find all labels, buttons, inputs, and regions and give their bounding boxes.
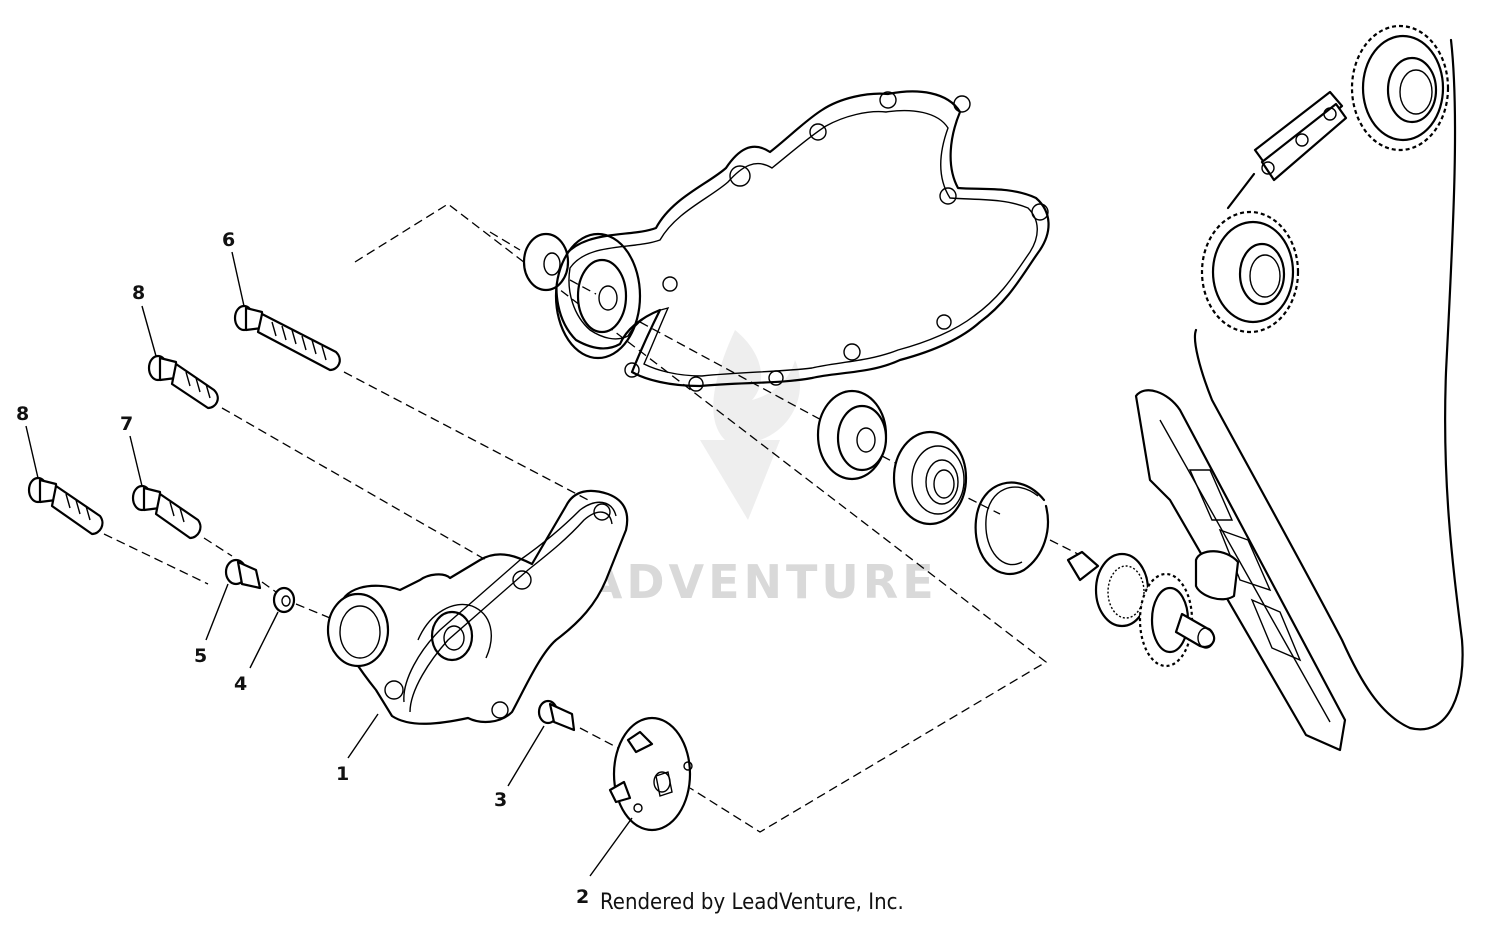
timing-chain — [1193, 38, 1464, 731]
callout-3: 3 — [494, 789, 507, 811]
callout-8-lower: 8 — [16, 403, 29, 425]
bolt-8-upper-axis — [221, 407, 487, 561]
bolt-7 — [131, 484, 202, 540]
assembly-outline — [354, 203, 1048, 833]
pump-cover-gasket-ring — [554, 232, 642, 360]
impeller — [608, 716, 693, 832]
bolt-8-lower-axis — [103, 533, 209, 585]
callout-2: 2 — [576, 886, 589, 908]
pump-shaft — [1066, 550, 1216, 668]
watermark-logo — [700, 330, 801, 520]
water-pump-cover — [326, 489, 629, 725]
mechanical-seal — [816, 389, 888, 481]
leader-lines — [25, 251, 633, 877]
crank-sprocket — [1200, 210, 1300, 334]
shaft-axis — [489, 231, 1083, 557]
callout-5: 5 — [194, 645, 207, 667]
bearing — [892, 430, 968, 526]
callout-1: 1 — [336, 763, 349, 785]
camshaft-sprocket — [1350, 24, 1450, 152]
callout-7: 7 — [120, 413, 133, 435]
bolt-3-axis — [579, 727, 619, 749]
callout-4: 4 — [234, 673, 247, 695]
bolt-8-lower — [27, 476, 104, 536]
callout-6: 6 — [222, 229, 235, 251]
bolt-6-axis — [343, 371, 593, 503]
oil-seal-small — [522, 232, 570, 292]
bolt-7-axis — [203, 537, 331, 619]
washer-4 — [272, 586, 296, 614]
bolt-8-upper — [147, 354, 219, 410]
chain-guide — [1134, 389, 1347, 752]
bolt-6 — [233, 304, 341, 372]
chain-link-section — [1253, 90, 1348, 182]
bolt-3 — [537, 699, 576, 732]
circlip — [974, 481, 1050, 576]
bolt-5 — [224, 558, 262, 590]
render-credit: Rendered by LeadVenture, Inc. — [600, 890, 904, 915]
crankcase-gasket — [555, 90, 1050, 392]
callout-8-upper: 8 — [132, 282, 145, 304]
